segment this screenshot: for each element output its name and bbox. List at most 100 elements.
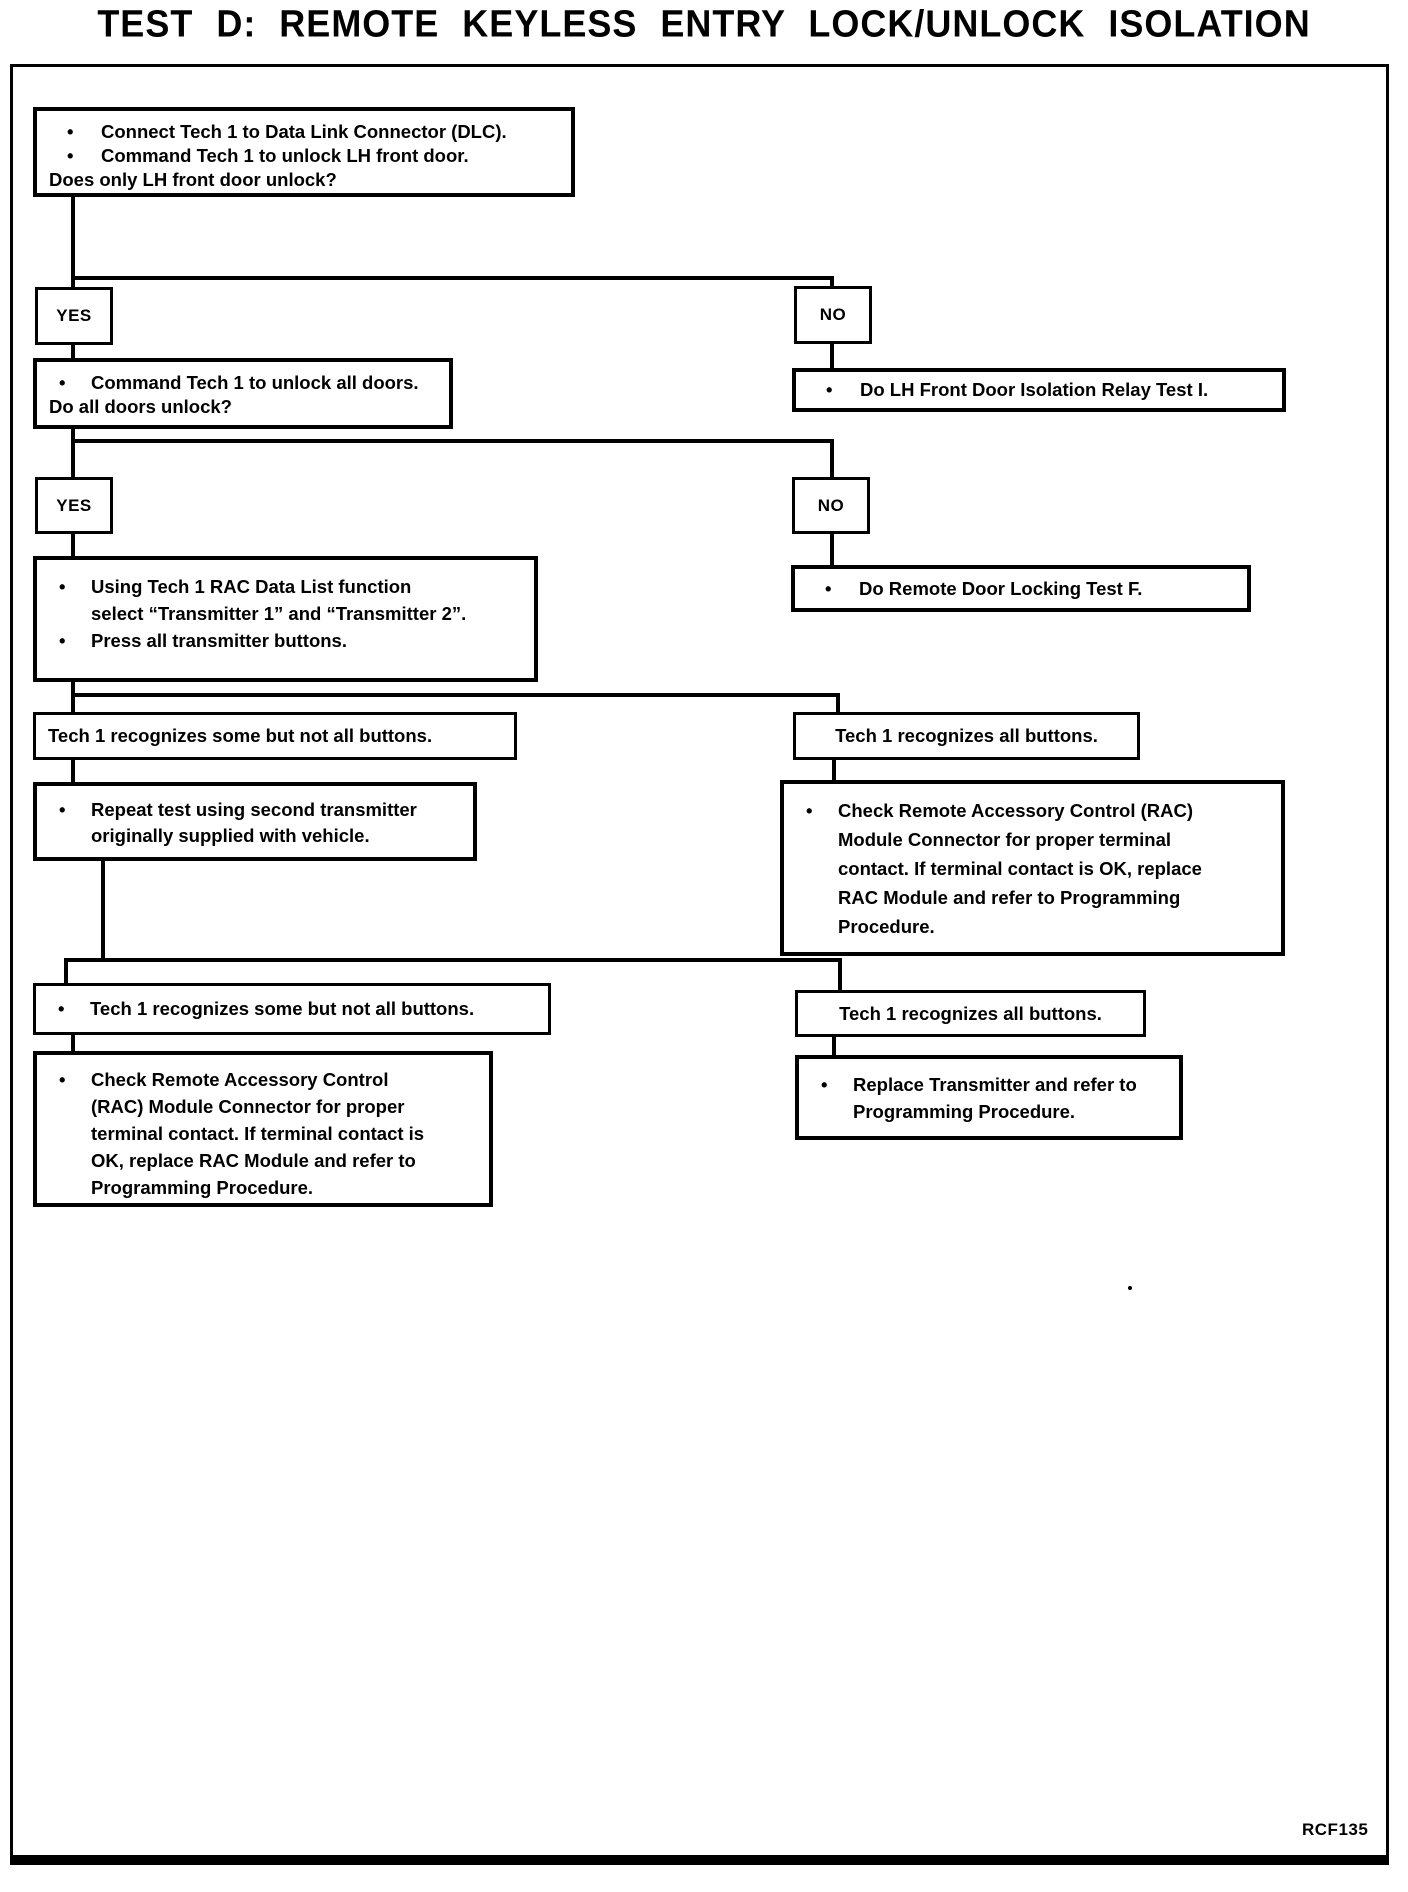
bullet-icon: •	[59, 799, 66, 820]
step-text: terminal contact. If terminal contact is	[91, 1123, 425, 1144]
flow-node-some-not-all-1: Tech 1 recognizes some but not all butto…	[33, 712, 517, 760]
connector-line	[101, 858, 105, 962]
connector-line	[830, 276, 834, 290]
step-text: Command Tech 1 to unlock all doors.	[91, 372, 419, 393]
step-text: Do LH Front Door Isolation Relay Test I.	[860, 379, 1209, 400]
bullet-icon: •	[825, 577, 832, 599]
step-line: • Press all transmitter buttons.	[37, 627, 534, 654]
yes-label: YES	[56, 306, 92, 325]
connector-line	[71, 195, 75, 289]
bullet-icon: •	[59, 630, 66, 651]
connector-line	[71, 758, 75, 784]
step-line: select “Transmitter 1” and “Transmitter …	[37, 600, 534, 627]
result-text: Tech 1 recognizes all buttons.	[835, 725, 1098, 746]
yes-label: YES	[56, 495, 92, 515]
bullet-icon: •	[806, 800, 813, 821]
connector-line	[64, 958, 68, 985]
step-line: • Replace Transmitter and refer to	[799, 1071, 1179, 1098]
step-line: Programming Procedure.	[799, 1098, 1179, 1125]
connector-line	[71, 1033, 75, 1053]
bullet-icon: •	[59, 1069, 66, 1090]
step-text: Check Remote Accessory Control	[91, 1069, 389, 1090]
flow-node-no-2: NO	[792, 477, 870, 534]
step-line: RAC Module and refer to Programming	[784, 883, 1281, 912]
step-text: Connect Tech 1 to Data Link Connector (D…	[101, 121, 507, 142]
step-line: (RAC) Module Connector for proper	[37, 1093, 489, 1120]
no-label: NO	[817, 495, 845, 515]
flowchart-frame	[10, 64, 1389, 1865]
step-line: • Using Tech 1 RAC Data List function	[37, 573, 534, 600]
result-text: Tech 1 recognizes some but not all butto…	[48, 725, 433, 746]
connector-line	[71, 532, 75, 558]
result-text: Tech 1 recognizes all buttons.	[839, 1002, 1102, 1024]
connector-line	[830, 342, 834, 370]
flow-node-unlock-all: • Command Tech 1 to unlock all doors. Do …	[33, 358, 453, 429]
connector-line	[71, 427, 75, 479]
connector-line	[71, 276, 834, 280]
bullet-icon: •	[67, 145, 74, 166]
question-text: Does only LH front door unlock?	[49, 169, 337, 190]
result-text: Tech 1 recognizes some but not all butto…	[90, 998, 475, 1019]
connector-line	[838, 958, 842, 992]
bullet-icon: •	[59, 372, 66, 393]
bullet-icon: •	[821, 1074, 828, 1095]
bullet-icon: •	[67, 121, 74, 142]
step-text: Programming Procedure.	[91, 1177, 314, 1198]
figure-code: RCF135	[1302, 1820, 1369, 1839]
step-line: • Check Remote Accessory Control	[37, 1066, 489, 1093]
question-text: Do all doors unlock?	[49, 396, 232, 417]
step-line: • Command Tech 1 to unlock all doors.	[37, 371, 449, 395]
step-text: Replace Transmitter and refer to	[853, 1074, 1137, 1095]
connector-line	[830, 439, 834, 479]
connector-line	[832, 1035, 836, 1057]
step-text: Programming Procedure.	[853, 1101, 1076, 1122]
page-title: TEST D: REMOTE KEYLESS ENTRY LOCK/UNLOCK…	[97, 1, 1311, 45]
step-line: terminal contact. If terminal contact is	[37, 1120, 489, 1147]
connector-line	[830, 532, 834, 567]
step-text: Command Tech 1 to unlock LH front door.	[101, 145, 469, 166]
step-line: • Command Tech 1 to unlock LH front door.	[37, 144, 571, 168]
connector-line	[836, 693, 840, 714]
step-line: contact. If terminal contact is OK, repl…	[784, 854, 1281, 883]
step-line: originally supplied with vehicle.	[37, 823, 473, 849]
step-text: originally supplied with vehicle.	[91, 825, 370, 846]
step-line: • Connect Tech 1 to Data Link Connector (…	[37, 120, 571, 144]
step-text: Using Tech 1 RAC Data List function	[91, 576, 412, 597]
flow-node-rac-data-list: • Using Tech 1 RAC Data List function sel…	[33, 556, 538, 682]
connector-line	[71, 343, 75, 360]
step-line: • Check Remote Accessory Control (RAC)	[784, 796, 1281, 825]
flow-node-remote-locking-test: •Do Remote Door Locking Test F.	[791, 565, 1251, 612]
step-line: •Do Remote Door Locking Test F.	[795, 577, 1247, 601]
flow-node-all-buttons-2: Tech 1 recognizes all buttons.	[795, 990, 1146, 1037]
step-line: Procedure.	[784, 912, 1281, 941]
connector-line	[64, 958, 842, 962]
flow-node-no-1: NO	[794, 286, 872, 344]
step-line: Programming Procedure.	[37, 1174, 489, 1201]
flow-node-lh-isolation-test: •Do LH Front Door Isolation Relay Test I…	[792, 368, 1286, 412]
flow-node-all-buttons-1: Tech 1 recognizes all buttons.	[793, 712, 1140, 760]
step-line: OK, replace RAC Module and refer to	[37, 1147, 489, 1174]
connector-line	[71, 693, 840, 697]
step-text: contact. If terminal contact is OK, repl…	[838, 858, 1202, 879]
bullet-icon: •	[59, 576, 66, 597]
result-line: •Tech 1 recognizes some but not all butt…	[36, 997, 548, 1021]
step-text: (RAC) Module Connector for proper	[91, 1096, 405, 1117]
scan-artifact-dot	[1128, 1286, 1132, 1290]
step-text: Procedure.	[838, 916, 935, 937]
flow-node-some-not-all-2: •Tech 1 recognizes some but not all butt…	[33, 983, 551, 1035]
step-text: RAC Module and refer to Programming	[838, 887, 1181, 908]
connector-line	[71, 439, 834, 443]
connector-line	[832, 758, 836, 782]
flow-node-yes-2: YES	[35, 477, 113, 534]
flow-node-start: • Connect Tech 1 to Data Link Connector (…	[33, 107, 575, 197]
step-text: Module Connector for proper terminal	[838, 829, 1172, 850]
step-line: Module Connector for proper terminal	[784, 825, 1281, 854]
step-line: • Repeat test using second transmitter	[37, 797, 473, 823]
step-text: Press all transmitter buttons.	[91, 630, 347, 651]
flow-node-replace-transmitter: • Replace Transmitter and refer to Progra…	[795, 1055, 1183, 1140]
step-text: Repeat test using second transmitter	[91, 799, 417, 820]
step-text: select “Transmitter 1” and “Transmitter …	[91, 603, 467, 624]
step-text: Check Remote Accessory Control (RAC)	[838, 800, 1194, 821]
step-line: •Do LH Front Door Isolation Relay Test I…	[796, 378, 1282, 402]
